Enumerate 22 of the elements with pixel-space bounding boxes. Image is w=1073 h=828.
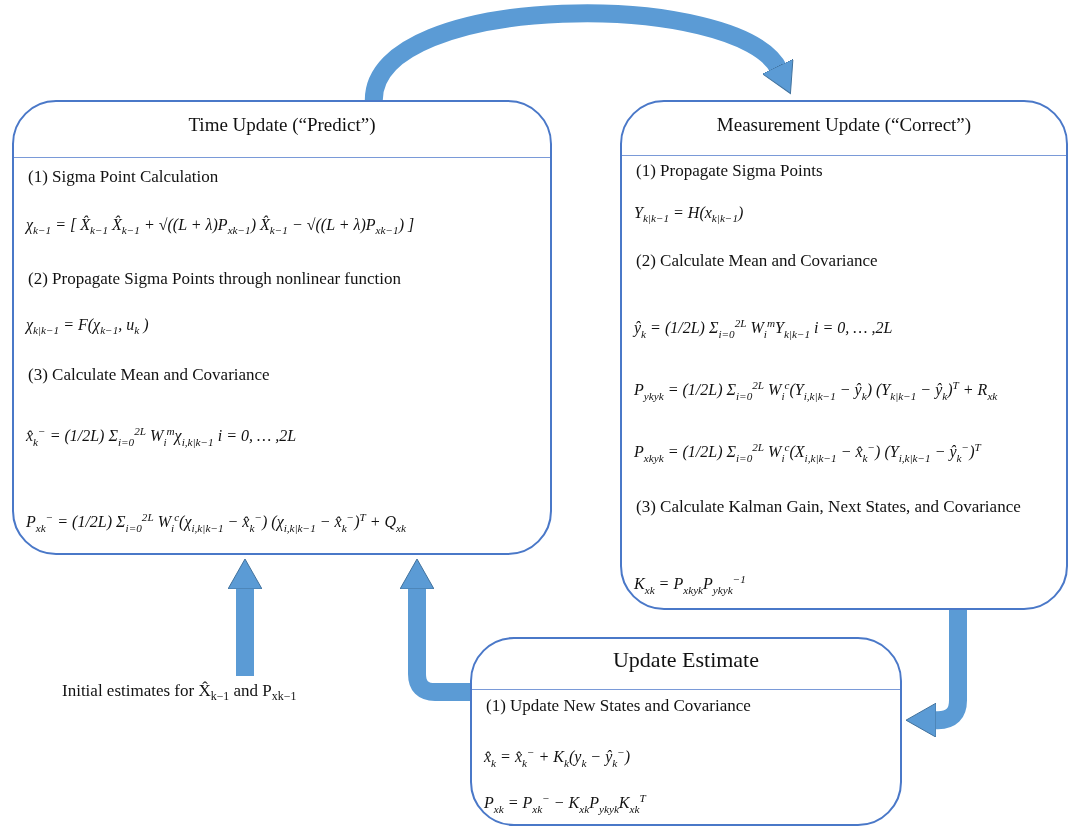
formula: χ$_{k−1}$ = [ X̂$_{k−1}$ X̂$_{k−1}$ + √((L + λ)P$_{x}$$_{k−1}$) X̂$_{k−1}$ − √((L + λ)P$_{x}$$_{k−1}$) ] xyxy=(26,214,415,239)
step-heading: (1) Update New States and Covariance xyxy=(486,695,751,717)
step-heading: (1) Sigma Point Calculation xyxy=(28,166,219,188)
formula: x̂$_{k}$$^{−}$ = (1/2L) Σ$_{i=0}$$^{2L}$ W$_{i}$$^{m}$χ$_{i,k|k−1}$ i = 0, … ,2L xyxy=(26,424,297,450)
formula: x̂$_{k}$ = x̂$_{k}$$^{−}$ + K$_{k}$(y$_{k}$ − ŷ$_{k}$$^{−}$) xyxy=(484,745,631,771)
step-heading: (2) Propagate Sigma Points through nonlinear function xyxy=(28,268,401,290)
formula: Y$_{k|k−1}$ = H(x$_{k|k−1}$) xyxy=(634,203,744,227)
arrow xyxy=(399,558,470,701)
box-title: Time Update (“Predict”) xyxy=(188,114,376,136)
step-heading: (2) Calculate Mean and Covariance xyxy=(636,250,878,272)
step-heading: (1) Propagate Sigma Points xyxy=(636,160,823,182)
formula: χ$_{k|k−1}$ = F(χ$_{k−1}$, u$_{k}$ ) xyxy=(26,315,149,339)
arrow xyxy=(905,610,967,738)
arrow xyxy=(227,558,263,676)
box-title: Measurement Update (“Correct”) xyxy=(716,114,972,136)
process-box xyxy=(12,100,552,555)
step-heading: (3) Calculate Kalman Gain, Next States, and Covariance xyxy=(636,496,1022,518)
formula: ŷ$_{k}$ = (1/2L) Σ$_{i=0}$$^{2L}$ W$_{i}$$^{m}$Y$_{k|k−1}$ i = 0, … ,2L xyxy=(634,316,893,342)
process-box xyxy=(620,100,1068,610)
step-heading: (3) Calculate Mean and Covariance xyxy=(28,364,270,386)
process-box xyxy=(470,637,902,826)
box-title: Update Estimate xyxy=(613,649,759,671)
